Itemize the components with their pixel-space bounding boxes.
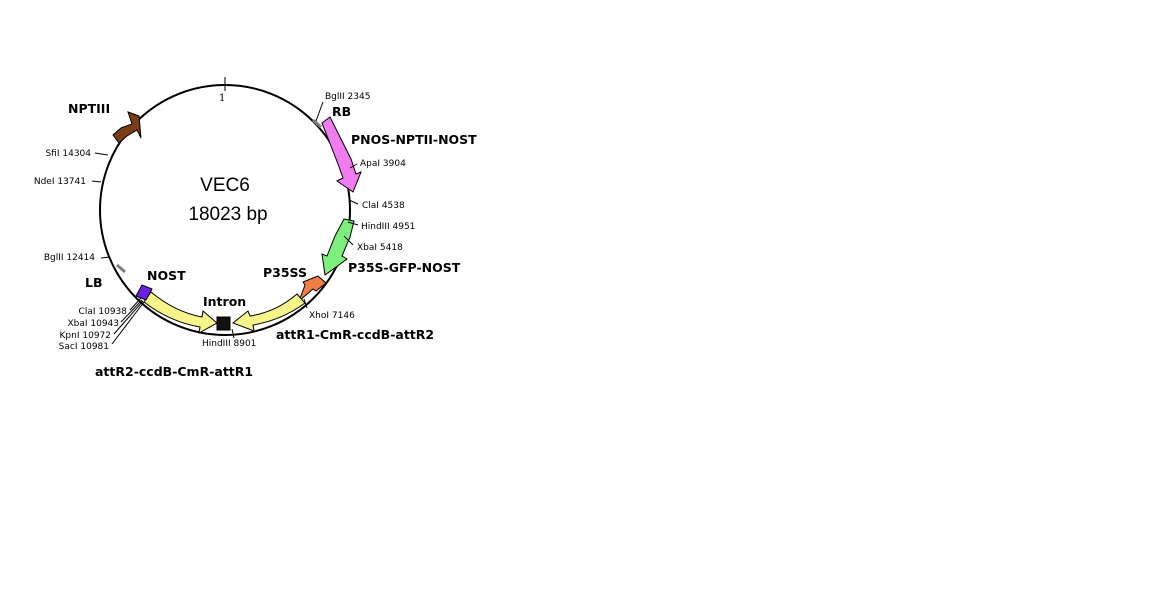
p35s-gfp-nost-arrow: [321, 218, 355, 276]
site-label-clai-10938: ClaI 10938: [79, 307, 128, 317]
site-tick-xhoi-7146: [303, 298, 308, 309]
site-label-hindiii-8901: HindIII 8901: [202, 339, 256, 349]
site-label-bglii-2345: BglII 2345: [325, 92, 370, 102]
feature-label-lb: LB: [85, 275, 103, 290]
feature-label-pnos-nptii-nost: PNOS-NPTII-NOST: [351, 132, 477, 147]
site-label-hindiii-4951: HindIII 4951: [361, 222, 415, 232]
nptiii-arrow: [112, 111, 142, 144]
site-label-ndei-13741: NdeI 13741: [34, 177, 86, 187]
feature-label-p35ss: P35SS: [263, 265, 307, 280]
site-tick-ndei-13741: [91, 180, 102, 183]
site-label-sfii-14304: SfiI 14304: [45, 149, 91, 159]
site-tick-xbai-5418: [343, 235, 354, 246]
site-label-saci-10981: SacI 10981: [59, 342, 109, 352]
site-label-xbai-10943: XbaI 10943: [67, 319, 119, 329]
feature-label-rb: RB: [332, 104, 351, 119]
lb-border-mark: [116, 263, 126, 274]
site-label-xhoi-7146: XhoI 7146: [309, 311, 355, 321]
site-tick-apai-3904: [349, 163, 358, 169]
site-tick-hindiii-8901: [231, 328, 235, 339]
feature-label-p35s-gfp-nost: P35S-GFP-NOST: [348, 260, 461, 275]
site-label-clai-4538: ClaI 4538: [362, 201, 405, 211]
site-tick-clai-10938: [129, 297, 142, 311]
site-label-kpni-10972: KpnI 10972: [60, 331, 111, 341]
plasmid-name: VEC6: [200, 175, 250, 196]
site-label-apai-3904: ApaI 3904: [360, 159, 406, 169]
site-tick-sfii-14304: [94, 152, 109, 156]
attr1-cmr-ccdb-attr2-arrow: [232, 293, 306, 332]
feature-label-attr1-cmr-ccdb-attr2: attR1-CmR-ccdB-attR2: [276, 327, 434, 342]
feature-label-nptiii: NPTIII: [68, 101, 110, 116]
site-tick-bglii-2345: [315, 101, 324, 122]
feature-label-attr2-ccdb-cmr-attr1: attR2-ccdB-CmR-attR1: [95, 364, 253, 379]
site-tick-hindiii-4951: [347, 221, 359, 226]
site-tick-clai-4538: [348, 199, 359, 205]
site-tick-xbai-10943: [120, 299, 143, 323]
plasmid-size: 18023 bp: [188, 204, 267, 225]
site-label-bglii-12414: BglII 12414: [44, 253, 95, 263]
site-label-xbai-5418: XbaI 5418: [357, 243, 403, 253]
p35ss-arrow: [298, 275, 327, 302]
site-tick-bglii-12414: [100, 256, 111, 259]
feature-label-intron: Intron: [203, 294, 246, 309]
site-tick-kpni-10972: [113, 300, 144, 335]
attr2-ccdb-cmr-attr1-arrow: [143, 291, 218, 334]
intron-box: [216, 316, 231, 331]
site-tick-saci-10981: [111, 301, 145, 345]
pnos-nptii-nost-arrow: [321, 116, 362, 193]
nost-arrow: [135, 284, 153, 301]
feature-label-nost: NOST: [147, 268, 186, 283]
origin-label: 1: [219, 93, 225, 104]
rb-border-mark: [312, 118, 322, 129]
